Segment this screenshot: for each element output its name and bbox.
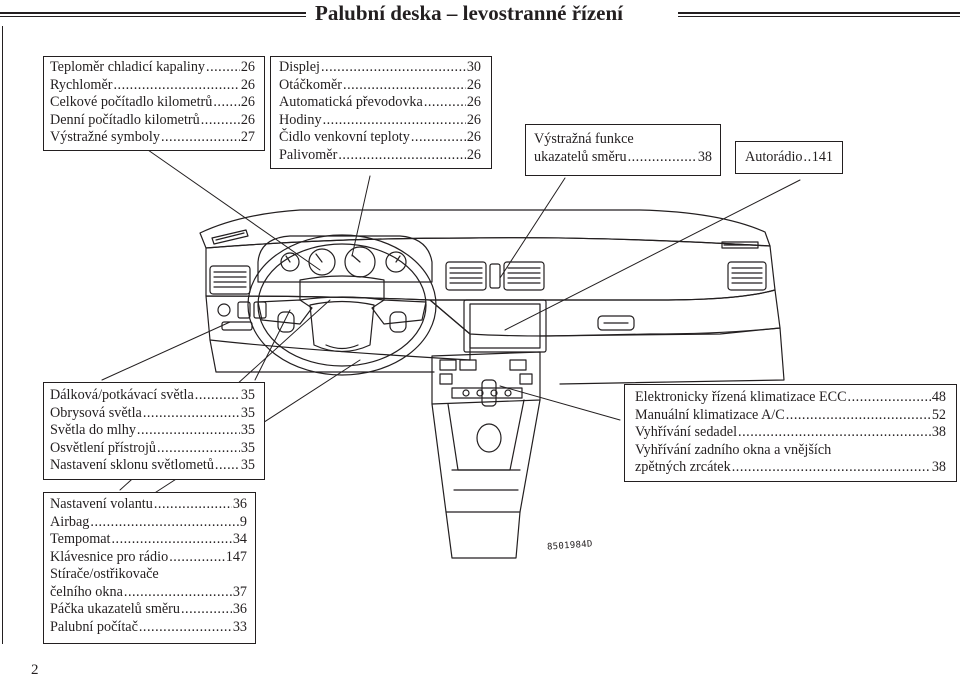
list-item: Airbag9 [50,514,247,532]
lower-dash-left [209,339,435,373]
list-item: Nastavení sklonu světlometů35 [50,457,255,475]
list-item: Výstražné symboly27 [50,129,255,147]
defrost-vents [211,229,759,249]
list-item: Autorádio141 [745,149,833,167]
list-item: Manuální klimatizace A/C52 [635,407,946,425]
list-item: ukazatelů směru38 [534,149,712,167]
dash-right-face [429,289,781,337]
box-lights: Dálková/potkávací světla35 Obrysová svět… [43,382,265,480]
list-item: Automatická převodovka26 [279,94,481,112]
glovebox-handle [597,315,635,331]
list-item: Palubní počítač33 [50,619,247,637]
left-side-vent [209,265,251,295]
list-item: Elektronicky řízená klimatizace ECC48 [635,389,946,407]
list-item: Čidlo venkovní teploty26 [279,129,481,147]
center-display [463,299,547,353]
list-item-heading: Vyhřívání zadního okna a vnějších [635,441,832,458]
left-margin-line [2,26,3,644]
list-item-line1: Výstražná funkce [534,131,634,147]
instrument-cluster [257,235,433,283]
list-item: Teploměr chladicí kapaliny26 [50,59,255,77]
list-item: Palivoměr26 [279,147,481,165]
list-item: Celkové počítadlo kilometrů26 [50,94,255,112]
list-item: čelního okna37 [50,584,247,602]
list-item: Osvětlení přístrojů35 [50,440,255,458]
list-item: Obrysová světla35 [50,405,255,423]
list-item: Displej30 [279,59,481,77]
box-display-instruments: Displej30 Otáčkoměr26 Automatická převod… [270,56,492,169]
list-item: Hodiny26 [279,112,481,130]
list-item: zpětných zrcátek38 [635,459,946,477]
steering-wheel [247,234,437,376]
center-vents [445,261,545,291]
page-number: 2 [31,662,39,678]
list-item: Páčka ukazatelů směru36 [50,601,247,619]
page-title: Palubní deska – levostranné řízení [315,1,624,25]
list-item: Dálková/potkávací světla35 [50,387,255,405]
list-item: Tempomat34 [50,531,247,549]
list-item: Otáčkoměr26 [279,77,481,95]
header-rule-right [678,12,960,14]
left-switch-panel [217,301,267,331]
box-radio: Autorádio141 [735,141,843,174]
list-item: Klávesnice pro rádio147 [50,549,247,567]
list-item: Nastavení volantu36 [50,496,247,514]
center-console [431,351,541,559]
header-rule-left-thin [0,16,306,17]
lower-dash-right [539,327,785,385]
header-rule-left [0,12,306,14]
list-item: Světla do mlhy35 [50,422,255,440]
box-hazard-warning: Výstražná funkce ukazatelů směru38 [525,124,721,176]
box-climate: Elektronicky řízená klimatizace ECC48 Ma… [624,384,957,482]
list-item: Vyhřívání sedadel38 [635,424,946,442]
list-item: Denní počítadlo kilometrů26 [50,112,255,130]
right-side-vent [727,261,767,291]
box-gauges: Teploměr chladicí kapaliny26 Rychloměr26… [43,56,265,151]
box-steering-controls: Nastavení volantu36 Airbag9 Tempomat34 K… [43,492,256,644]
list-item-heading: Stírače/ostřikovače [50,566,159,582]
header-rule-right-thin [678,16,960,17]
list-item: Rychloměr26 [50,77,255,95]
